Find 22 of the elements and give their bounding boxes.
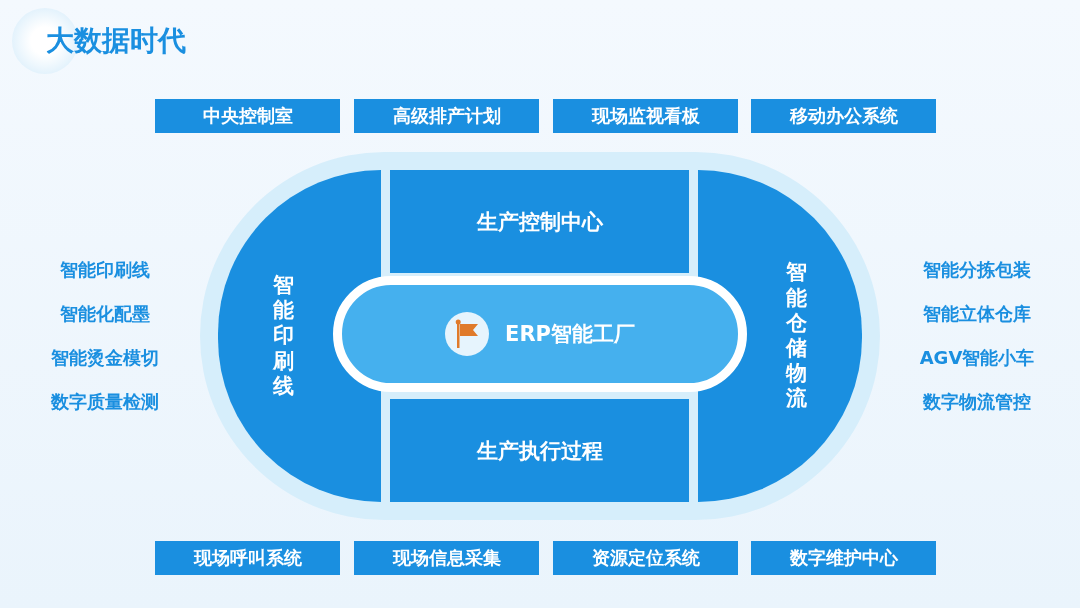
side-label: AGV智能小车 (918, 346, 1036, 370)
node-label: 智能印刷线 (272, 273, 295, 399)
title: 大数据时代 (46, 23, 186, 59)
side-label: 数字物流管控 (922, 390, 1032, 414)
system-box: 现场监视看板 (553, 99, 738, 133)
node-label: ERP智能工厂 (505, 321, 635, 348)
side-label: 智能印刷线 (59, 258, 151, 282)
side-label: 智能分拣包装 (922, 258, 1032, 282)
side-label: 智能烫金模切 (50, 346, 160, 370)
side-label: 智能立体仓库 (922, 302, 1032, 326)
track-segment: 生产控制中心 (390, 170, 689, 273)
system-box: 现场呼叫系统 (155, 541, 340, 575)
side-label: 智能化配墨 (59, 302, 151, 326)
system-box: 现场信息采集 (354, 541, 539, 575)
system-box: 中央控制室 (155, 99, 340, 133)
system-box: 高级排产计划 (354, 99, 539, 133)
system-box: 移动办公系统 (751, 99, 936, 133)
node-label: 智能仓储物流 (785, 260, 808, 412)
system-box: 资源定位系统 (553, 541, 738, 575)
side-label: 数字质量检测 (50, 390, 160, 414)
track-segment: 生产执行过程 (390, 399, 689, 502)
system-box: 数字维护中心 (751, 541, 936, 575)
